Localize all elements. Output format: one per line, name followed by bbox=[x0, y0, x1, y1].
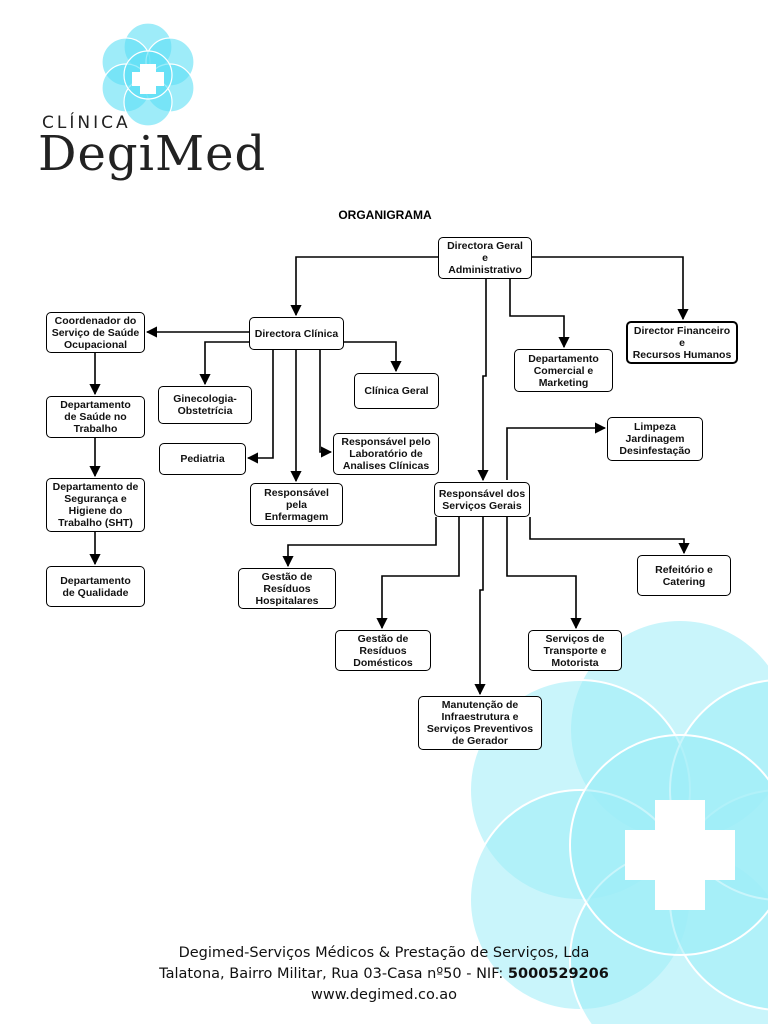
edge-servicos-residuos-hosp bbox=[282, 517, 437, 568]
edge-servicos-refeitorio bbox=[529, 517, 690, 555]
footer-company-name: Degimed-Serviços Médicos & Prestação de … bbox=[178, 945, 590, 961]
edge-servicos-limpeza bbox=[506, 422, 607, 480]
edge-geral-financeiro bbox=[532, 256, 689, 321]
edge-geral-clinica bbox=[290, 256, 438, 317]
node-limpeza: Limpeza Jardinagem Desinfestação bbox=[607, 417, 703, 461]
logo-clinica-text: CLÍNICA bbox=[42, 113, 131, 133]
node-residuos-hospitalares: Gestão de Resíduos Hospitalares bbox=[238, 568, 336, 609]
edge-geral-servicos bbox=[477, 279, 489, 482]
logo-degimed-text: DegiMed bbox=[38, 126, 267, 182]
cross-icon bbox=[625, 800, 735, 910]
node-clinica-geral: Clínica Geral bbox=[354, 373, 439, 409]
node-laboratorio: Responsável pelo Laboratório de Analises… bbox=[333, 433, 439, 475]
edge-clinica-clinica-geral bbox=[343, 341, 402, 373]
node-departamento-seguranca: Departamento de Segurança e Higiene do T… bbox=[46, 478, 145, 532]
footer-address-text: Talatona, Bairro Militar, Rua 03-Casa nº… bbox=[159, 966, 508, 982]
node-ginecologia: Ginecologia- Obstetrícia bbox=[158, 386, 252, 424]
node-transporte: Serviços de Transporte e Motorista bbox=[528, 630, 622, 671]
node-refeitorio: Refeitório e Catering bbox=[637, 555, 731, 596]
footer-website-link[interactable]: www.degimed.co.ao bbox=[310, 987, 458, 1003]
node-manutencao: Manutenção de Infraestrutura e Serviços … bbox=[418, 696, 542, 750]
edge-servicos-manutencao bbox=[474, 517, 486, 696]
node-directora-geral: Directora Geral e Administrativo bbox=[438, 237, 532, 279]
node-director-financeiro: Director Financeiro e Recursos Humanos bbox=[626, 321, 738, 364]
node-pediatria: Pediatria bbox=[159, 443, 246, 475]
node-residuos-domesticos: Gestão de Resíduos Domésticos bbox=[335, 630, 431, 671]
edge-clinica-pediatria bbox=[246, 350, 274, 464]
footer-address: Talatona, Bairro Militar, Rua 03-Casa nº… bbox=[0, 966, 768, 982]
node-coordenador-saude: Coordenador do Serviço de Saúde Ocupacio… bbox=[46, 312, 145, 353]
node-departamento-saude: Departamento de Saúde no Trabalho bbox=[46, 396, 145, 438]
node-enfermagem: Responsável pela Enfermagem bbox=[250, 483, 343, 526]
edge-servicos-transporte bbox=[506, 517, 582, 630]
footer-nif: 5000529206 bbox=[507, 966, 609, 982]
node-directora-clinica: Directora Clínica bbox=[249, 317, 344, 350]
node-departamento-comercial: Departamento Comercial e Marketing bbox=[514, 349, 613, 392]
edge-clinica-ginecologia bbox=[199, 341, 250, 386]
node-servicos-gerais: Responsável dos Serviços Gerais bbox=[434, 482, 530, 517]
diagram-title: ORGANIGRAMA bbox=[338, 208, 432, 222]
edge-clinica-laboratorio bbox=[319, 350, 333, 458]
logo-flower-icon bbox=[101, 22, 195, 127]
edge-geral-comercial bbox=[509, 279, 570, 349]
edge-servicos-residuos-dom bbox=[376, 517, 460, 630]
node-departamento-qualidade: Departamento de Qualidade bbox=[46, 566, 145, 607]
